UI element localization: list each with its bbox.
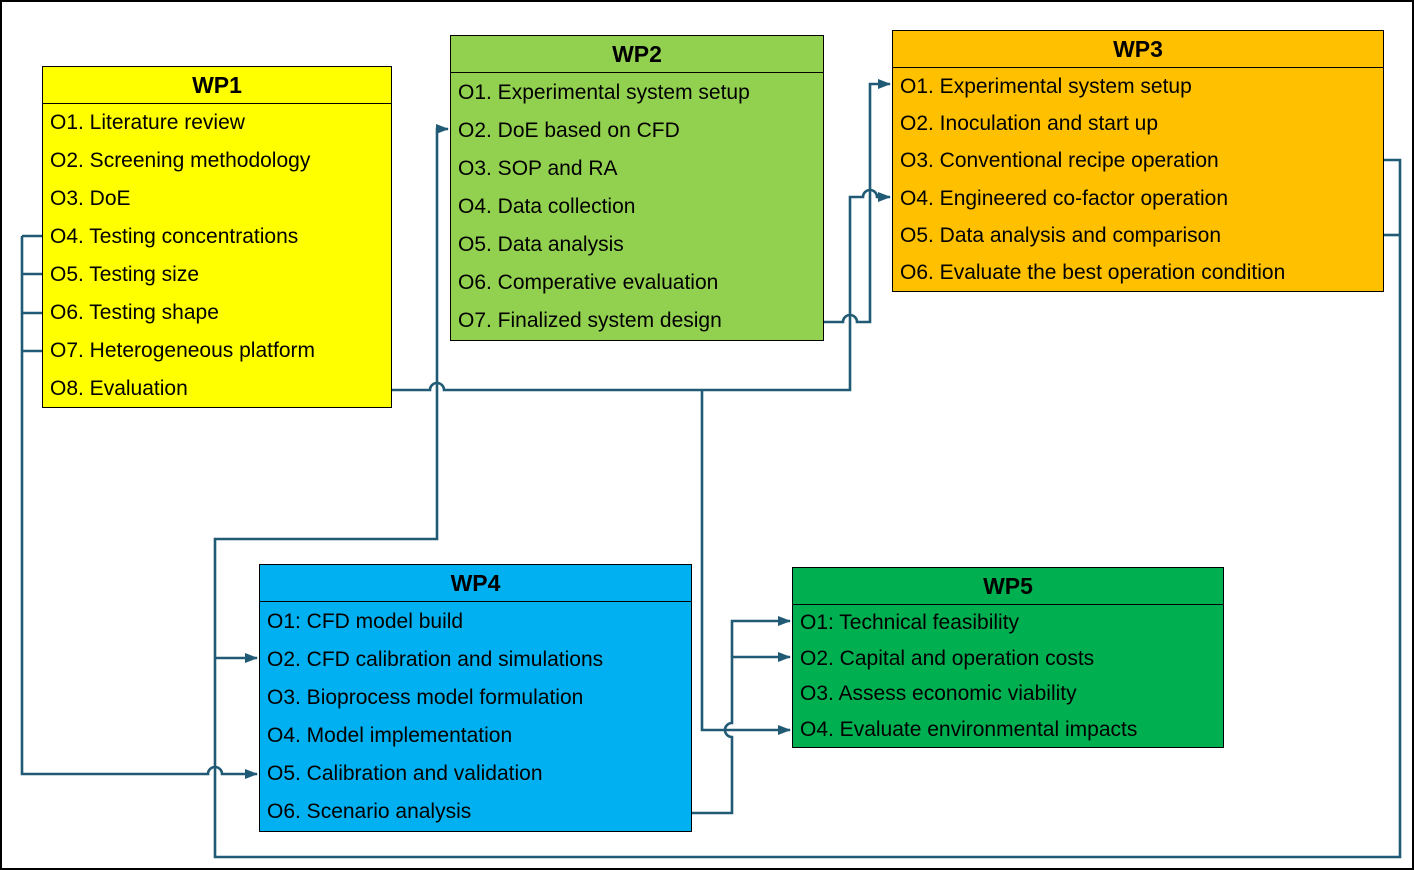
wp5-title: WP5	[793, 568, 1223, 605]
connector-wp2-to-wp3-o1	[824, 79, 891, 324]
wp5-item-o2: O2. Capital and operation costs	[800, 646, 1095, 670]
wp1-items: O1. Literature review O2. Screening meth…	[43, 104, 391, 407]
wp4-items: O1: CFD model build O2. CFD calibration …	[260, 602, 691, 831]
wp4-title: WP4	[260, 565, 691, 602]
wp1-box: WP1 O1. Literature review O2. Screening …	[42, 66, 392, 408]
wp2-item-o4: O4. Data collection	[458, 194, 636, 218]
connector-wp4-to-wp5-o2	[692, 652, 791, 815]
connector-wp4-to-wp5-o1	[730, 616, 791, 657]
wp2-item-o1: O1. Experimental system setup	[458, 80, 750, 104]
wp3-items: O1. Experimental system setup O2. Inocul…	[893, 68, 1383, 291]
wp1-title: WP1	[43, 67, 391, 104]
wp1-item-o7: O7. Heterogeneous platform	[50, 338, 315, 362]
wp5-item-o3: O3. Assess economic viability	[800, 682, 1077, 706]
wp2-item-o3: O3. SOP and RA	[458, 156, 618, 180]
wp1-item-o2: O2. Screening methodology	[50, 149, 311, 173]
wp4-item-o5: O5. Calibration and validation	[267, 762, 543, 786]
wp1-item-o1: O1. Literature review	[50, 111, 245, 135]
wp3-title: WP3	[893, 31, 1383, 68]
wp1-item-o6: O6. Testing shape	[50, 300, 219, 324]
wp4-item-o1: O1: CFD model build	[267, 609, 464, 633]
wp2-item-o6: O6. Comperative evaluation	[458, 271, 719, 295]
wp3-item-o2: O2. Inoculation and start up	[900, 112, 1158, 136]
wp4-item-o2: O2. CFD calibration and simulations	[267, 647, 604, 671]
wp5-item-o4: O4. Evaluate environmental impacts	[800, 717, 1138, 741]
connector-wp1-to-wp5-o4	[700, 390, 791, 735]
wp4-box: WP4 O1: CFD model build O2. CFD calibrat…	[259, 564, 692, 832]
wp1-item-o8: O8. Evaluation	[50, 376, 188, 400]
wp2-items: O1. Experimental system setup O2. DoE ba…	[451, 73, 823, 340]
wp3-item-o6: O6. Evaluate the best operation conditio…	[900, 260, 1286, 284]
wp4-item-o4: O4. Model implementation	[267, 724, 513, 747]
wp3-item-o3: O3. Conventional recipe operation	[900, 149, 1219, 173]
wp4-item-o6: O6. Scenario analysis	[267, 800, 472, 824]
wp5-box: WP5 O1: Technical feasibility O2. Capita…	[792, 567, 1224, 748]
wp3-box: WP3 O1. Experimental system setup O2. In…	[892, 30, 1384, 292]
wp5-items: O1: Technical feasibility O2. Capital an…	[793, 605, 1223, 747]
wp2-title: WP2	[451, 36, 823, 73]
wp1-item-o3: O3. DoE	[50, 187, 131, 211]
wp3-item-o1: O1. Experimental system setup	[900, 75, 1192, 99]
wp5-item-o1: O1: Technical feasibility	[800, 611, 1020, 635]
wp1-item-o5: O5. Testing size	[50, 262, 200, 286]
wp3-item-o5: O5. Data analysis and comparison	[900, 223, 1221, 247]
wp2-box: WP2 O1. Experimental system setup O2. Do…	[450, 35, 824, 341]
wp2-item-o7: O7. Finalized system design	[458, 309, 722, 333]
wp2-item-o2: O2. DoE based on CFD	[458, 118, 680, 142]
wp1-item-o4: O4. Testing concentrations	[50, 225, 299, 249]
wp2-item-o5: O5. Data analysis	[458, 233, 624, 257]
wp3-item-o4: O4. Engineered co-factor operation	[900, 186, 1229, 210]
wp4-item-o3: O3. Bioprocess model formulation	[267, 685, 584, 709]
